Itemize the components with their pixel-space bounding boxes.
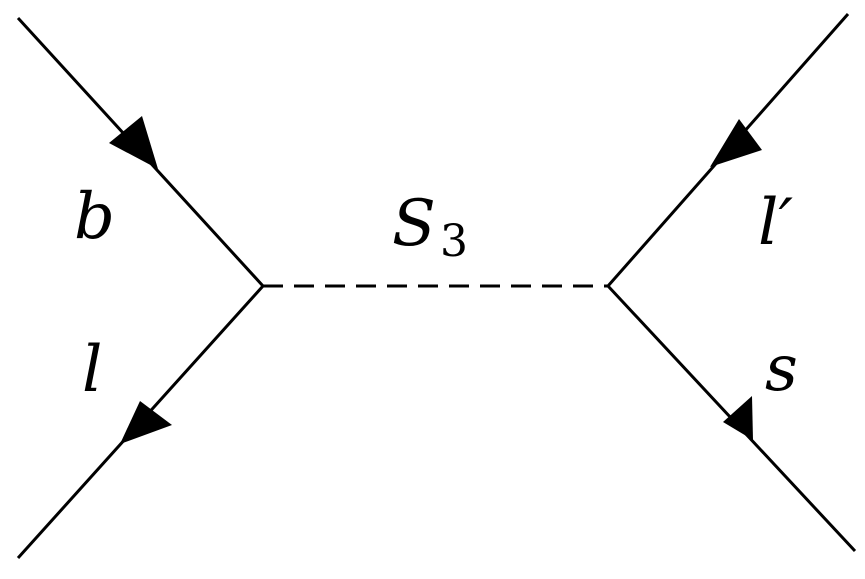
label-b: b <box>74 180 115 254</box>
label-l: l <box>82 333 102 407</box>
propagator-label-symbol: S <box>392 187 436 261</box>
arrow-icon-l-prime <box>710 119 762 167</box>
arrow-icon-l <box>120 401 172 444</box>
label-l-prime: l′ <box>758 186 793 260</box>
propagator-label: S <box>392 187 436 261</box>
propagator-label-subscript: 3 <box>440 216 468 267</box>
arrow-icon-b <box>109 116 158 169</box>
label-s: s <box>765 332 798 406</box>
arrow-icon-s <box>723 396 753 440</box>
